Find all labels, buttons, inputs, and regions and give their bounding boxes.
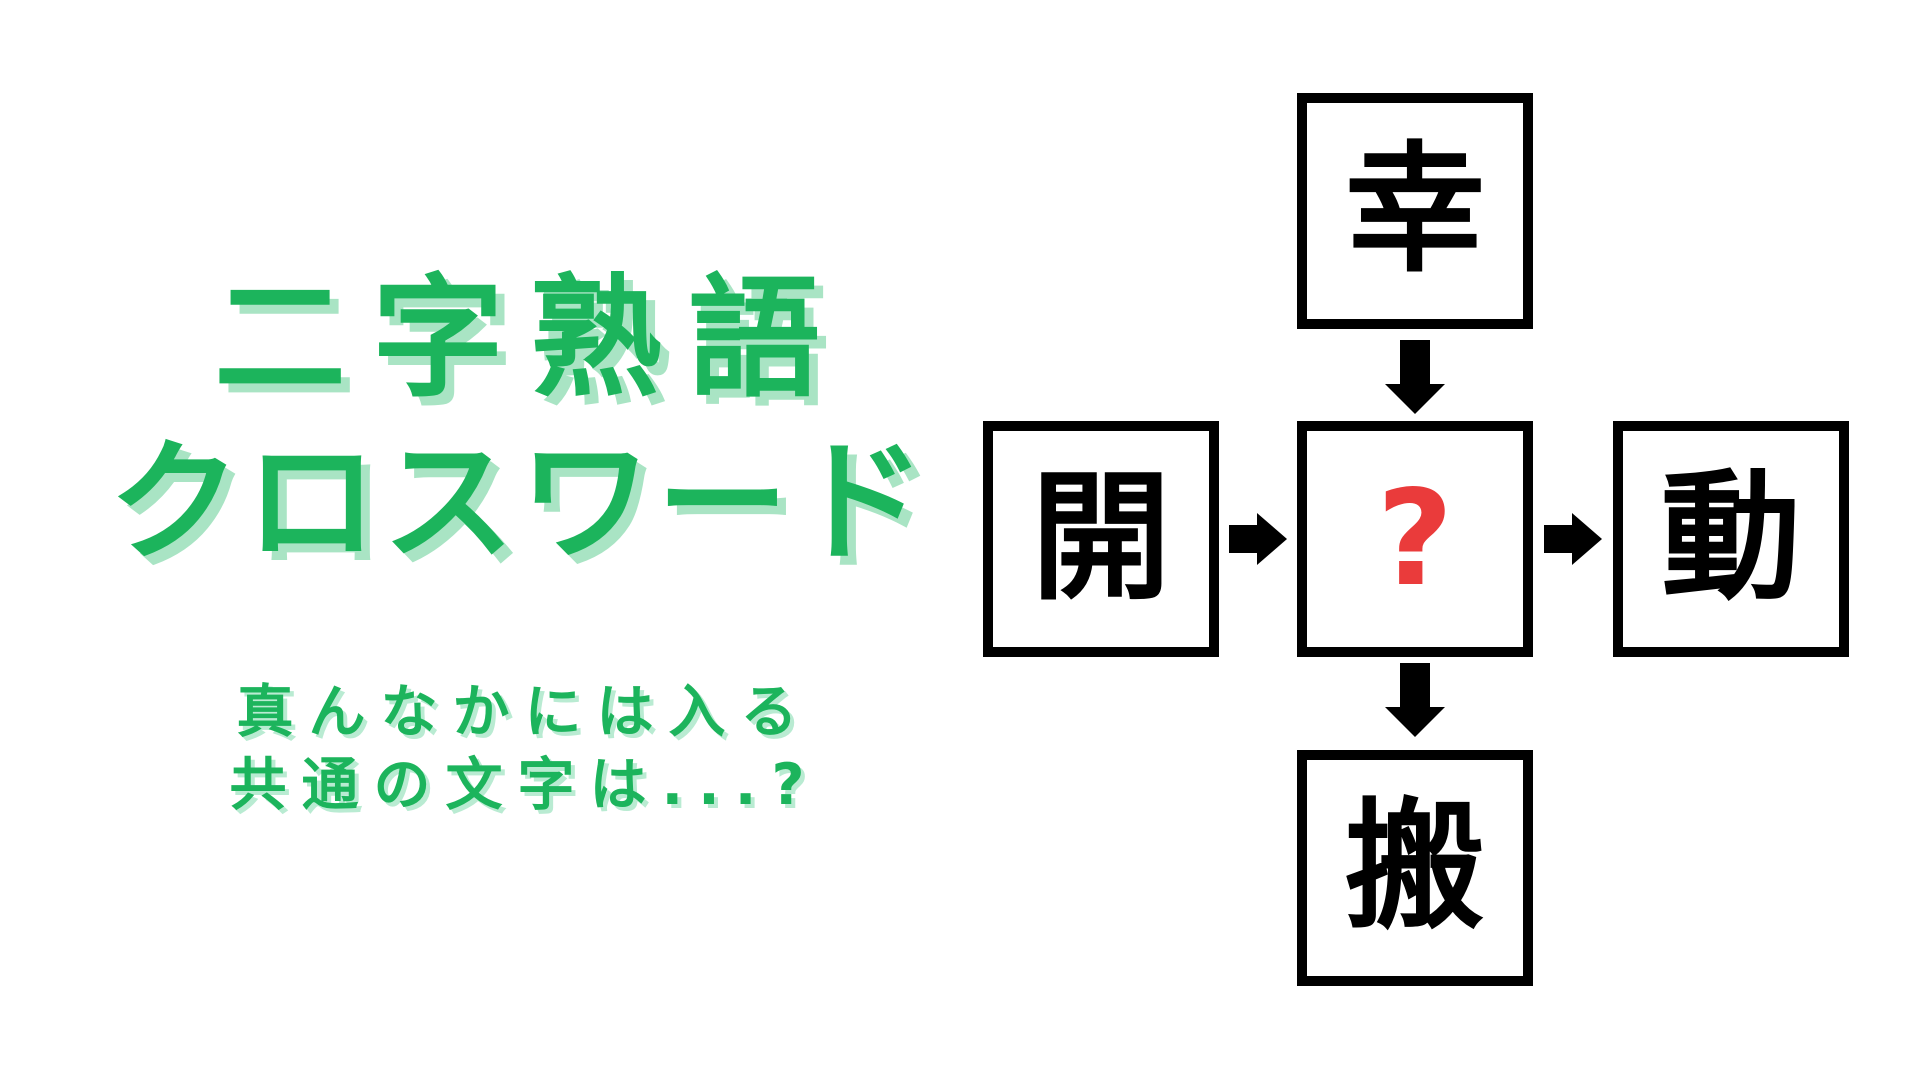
puzzle-cell-right: 動	[1613, 421, 1849, 657]
puzzle-cell-bottom-char: 搬	[1344, 786, 1485, 949]
puzzle-cell-top-char: 幸	[1344, 129, 1485, 292]
arrow-center-to-bottom	[1385, 663, 1445, 737]
title-line-1: 二字熟語	[214, 262, 846, 416]
title-line-2: クロスワード	[108, 425, 931, 580]
arrow-center-to-right	[1544, 513, 1602, 565]
arrow-top-to-center	[1385, 340, 1445, 414]
arrow-right-icon	[1229, 513, 1287, 565]
subtitle-line-1: 真んなかには入る	[236, 679, 813, 745]
puzzle-cell-left-char: 開	[1030, 457, 1171, 620]
puzzle-cell-center: ?	[1297, 421, 1533, 657]
puzzle-cell-right-char: 動	[1660, 457, 1801, 620]
arrow-left-to-center	[1229, 513, 1287, 565]
page-title: 二字熟語 クロスワード	[0, 258, 1034, 585]
arrow-right-icon	[1544, 513, 1602, 565]
page-subtitle: 真んなかには入る 共通の文字は...?	[0, 676, 1034, 822]
puzzle-cell-left: 開	[983, 421, 1219, 657]
arrow-down-icon	[1385, 663, 1445, 737]
subtitle-line-2: 共通の文字は...?	[229, 751, 820, 818]
puzzle-cell-bottom: 搬	[1297, 750, 1533, 986]
puzzle-cell-top: 幸	[1297, 93, 1533, 329]
puzzle-cell-center-question-char: ?	[1376, 462, 1454, 616]
arrow-down-icon	[1385, 340, 1445, 414]
